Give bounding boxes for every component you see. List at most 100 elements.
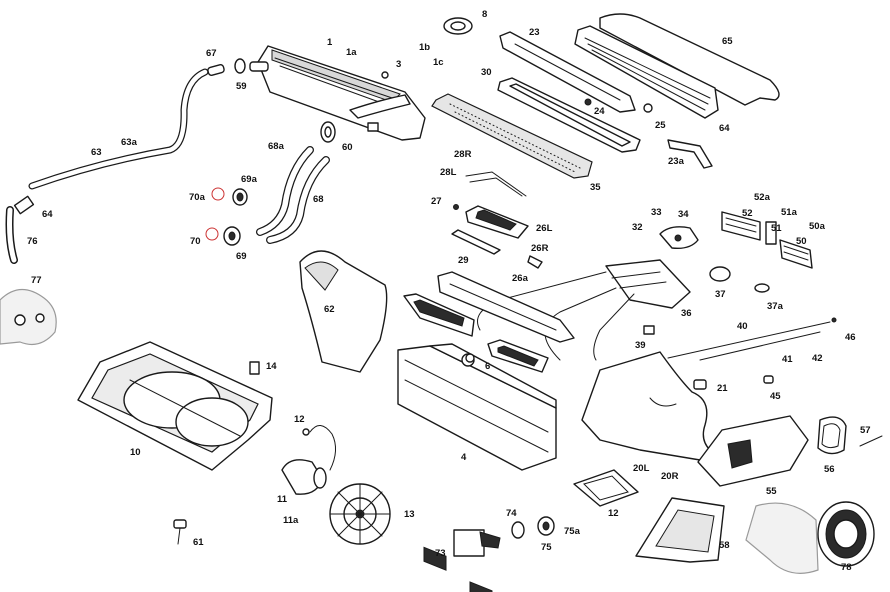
- part-12-cover-plate: [573, 469, 639, 507]
- part-65-dash-top-cover: [599, 13, 780, 106]
- label-61: 61: [193, 537, 204, 548]
- part-68-heater-hose: [256, 146, 330, 244]
- part-39-clip: [643, 325, 655, 335]
- part-8-grommet: [443, 17, 473, 35]
- label-12-wire: 12: [294, 414, 305, 425]
- part-26a-clip: [527, 255, 543, 269]
- label-64-left: 64: [42, 209, 53, 220]
- part-51-vent-bracket: [765, 221, 777, 245]
- part-12-wire-harness: [302, 425, 336, 471]
- part-13-fan-wheel: [329, 483, 391, 545]
- label-74: 74: [506, 508, 517, 519]
- label-55: 55: [766, 486, 777, 497]
- label-1: 1: [327, 37, 333, 48]
- part-64-vent-grille: [574, 25, 719, 119]
- part-28-dash-outlet-left: [403, 293, 475, 337]
- label-10: 10: [130, 447, 141, 458]
- part-58-panel: [635, 497, 725, 563]
- label-11a: 11a: [283, 515, 299, 526]
- label-21: 21: [717, 383, 728, 394]
- part-11-blower-motor: [281, 459, 327, 495]
- label-65: 65: [722, 36, 733, 47]
- part-55-housing-outline: [745, 502, 819, 574]
- label-27: 27: [431, 196, 442, 207]
- part-35-foam-pad: [431, 93, 593, 179]
- part-29-seal-strip: [451, 229, 501, 255]
- part-6-nut: [465, 353, 475, 363]
- part-50-vent-grille: [779, 239, 813, 269]
- label-75a: 75a: [564, 526, 580, 537]
- label-37a: 37a: [767, 301, 783, 312]
- label-57: 57: [860, 425, 871, 436]
- label-1a: 1a: [346, 47, 357, 58]
- label-23: 23: [529, 27, 540, 38]
- part-73-resistor-unit: [453, 529, 501, 557]
- label-52a: 52a: [754, 192, 770, 203]
- part-23-defroster-vent: [499, 31, 636, 113]
- part-21-grommet: [693, 379, 707, 390]
- label-50a: 50a: [809, 221, 825, 232]
- label-75: 75: [541, 542, 552, 553]
- part-74-ring: [511, 521, 525, 539]
- label-76: 76: [27, 236, 38, 247]
- label-36: 36: [681, 308, 692, 319]
- label-28R: 28R: [454, 149, 472, 160]
- label-68: 68: [313, 194, 324, 205]
- label-77: 77: [31, 275, 42, 286]
- part-4-heater-box: [397, 343, 557, 592]
- part-26-outlet-frame: [487, 339, 549, 373]
- label-37: 37: [715, 289, 726, 300]
- label-32: 32: [632, 222, 643, 233]
- label-59: 59: [236, 81, 247, 92]
- label-28L: 28L: [440, 167, 457, 178]
- label-64-top: 64: [719, 123, 730, 134]
- label-58: 58: [719, 540, 730, 551]
- part-69-hose-fitting: [223, 188, 248, 246]
- label-20R: 20R: [661, 471, 679, 482]
- part-70-o-ring: [205, 187, 225, 241]
- label-51a: 51a: [781, 207, 797, 218]
- label-33: 33: [651, 207, 662, 218]
- label-8: 8: [482, 9, 488, 20]
- label-11: 11: [277, 494, 288, 505]
- label-6: 6: [485, 361, 491, 372]
- part-59-clamp: [234, 58, 269, 74]
- part-37a-bulb: [754, 283, 770, 293]
- label-39: 39: [635, 340, 646, 351]
- part-77-engine-fitting: [0, 288, 57, 345]
- label-29: 29: [458, 255, 469, 266]
- label-12-plate: 12: [608, 508, 619, 519]
- part-10-blower-housing: [77, 341, 273, 471]
- part-55-air-duct: [697, 415, 809, 487]
- part-64-clamp-left: [13, 195, 35, 215]
- label-26a: 26a: [512, 273, 528, 284]
- part-63-heater-hose: [28, 68, 209, 190]
- label-69: 69: [236, 251, 247, 262]
- label-60: 60: [342, 142, 353, 153]
- label-23a: 23a: [668, 156, 684, 167]
- label-62: 62: [324, 304, 335, 315]
- part-45-clip: [763, 375, 774, 384]
- part-23a-bracket: [667, 139, 713, 169]
- label-26R: 26R: [531, 243, 549, 254]
- part-52-vent-grille: [721, 211, 761, 241]
- label-35: 35: [590, 182, 601, 193]
- part-78-blower-wheel: [817, 501, 875, 567]
- label-68a: 68a: [268, 141, 284, 152]
- label-4: 4: [461, 452, 467, 463]
- part-28-control-rods: [465, 171, 527, 197]
- label-20L: 20L: [633, 463, 650, 474]
- part-37-knob: [709, 266, 731, 282]
- part-67-hose-connector: [207, 64, 225, 76]
- part-20-side-cover: [581, 351, 711, 461]
- label-30: 30: [481, 67, 492, 78]
- label-56: 56: [824, 464, 835, 475]
- label-1c: 1c: [433, 57, 444, 68]
- label-67: 67: [206, 48, 217, 59]
- part-76-pipe: [5, 206, 18, 264]
- part-25-nut: [643, 103, 653, 113]
- part-27-screw: [453, 204, 459, 210]
- part-24-clip: [584, 98, 592, 106]
- label-42: 42: [812, 353, 823, 364]
